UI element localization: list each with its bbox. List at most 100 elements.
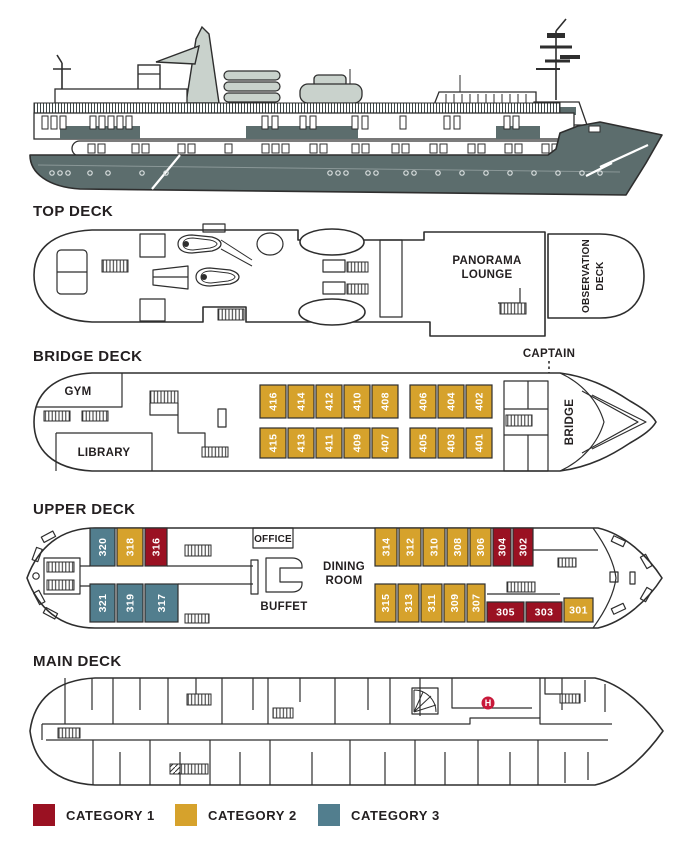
cabin-406 [409, 384, 437, 419]
cabin-number-317: 317 [156, 594, 168, 613]
spiral-stair-icon [411, 687, 439, 715]
cabin-413 [287, 427, 315, 459]
cabin-number-313: 313 [403, 594, 415, 613]
office-label: OFFICE [254, 534, 292, 545]
observation-deck-label: OBSERVATION DECK [581, 239, 606, 313]
cabin-number-306: 306 [475, 538, 487, 557]
cabin-302 [512, 527, 534, 567]
cabin-number-408: 408 [380, 392, 392, 411]
observation-deck-outline [547, 233, 645, 319]
cabin-401 [465, 427, 493, 459]
cabin-311 [420, 583, 443, 623]
cabin-305 [486, 601, 525, 623]
main-deck-title: MAIN DECK [33, 653, 122, 670]
cabin-number-409: 409 [352, 434, 364, 453]
cabin-301 [563, 597, 594, 623]
cabin-318 [116, 527, 144, 567]
cabin-402 [465, 384, 493, 419]
cabin-number-314: 314 [381, 538, 393, 557]
cabin-309 [443, 583, 466, 623]
library-label: LIBRARY [78, 447, 131, 459]
category1-label: CATEGORY 1 [66, 807, 155, 823]
cabin-number-307: 307 [471, 594, 483, 613]
category3-swatch [318, 804, 340, 826]
svg-text:PANORAMA: PANORAMA [452, 255, 521, 267]
tender-boat [299, 74, 363, 104]
cabin-416 [259, 384, 287, 419]
cabin-304 [492, 527, 512, 567]
cabin-414 [287, 384, 315, 419]
zodiac-icon [177, 234, 253, 267]
cabin-number-316: 316 [151, 538, 163, 557]
cabin-number-302: 302 [518, 538, 530, 557]
bridge-deck-outline [33, 372, 657, 472]
cabin-number-401: 401 [474, 434, 486, 453]
top-deck-plan: TOP DECK [33, 203, 645, 337]
cabin-310 [422, 527, 446, 567]
cabin-404 [437, 384, 465, 419]
cabin-317 [144, 583, 179, 623]
upper-deck-title: UPPER DECK [33, 501, 135, 518]
hospital-marker: H [481, 696, 495, 710]
category2-swatch [175, 804, 197, 826]
cabin-number-309: 309 [449, 594, 461, 613]
bridge-deck-rooms [36, 373, 549, 472]
cabin-number-319: 319 [125, 594, 137, 613]
zodiac-icon [195, 267, 240, 287]
cabin-308 [446, 527, 469, 567]
cabin-407 [371, 427, 399, 459]
cabin-number-407: 407 [380, 434, 392, 453]
cabin-319 [116, 583, 144, 623]
cabin-number-406: 406 [418, 392, 430, 411]
legend-item-category1: CATEGORY 1 [33, 804, 155, 826]
cabin-number-303: 303 [535, 607, 554, 619]
cabin-number-301: 301 [569, 605, 588, 617]
cabin-number-403: 403 [446, 434, 458, 453]
cabin-number-414: 414 [296, 392, 308, 411]
category2-label: CATEGORY 2 [208, 807, 297, 823]
cabin-403 [437, 427, 465, 459]
cabin-number-315: 315 [380, 594, 392, 613]
top-deck-outline [33, 229, 546, 337]
bridge-label: BRIDGE [564, 399, 576, 446]
deckhouse-band [33, 112, 575, 140]
upper-deck-plan: UPPER DECK [26, 501, 663, 629]
cabin-307 [466, 583, 486, 623]
cabin-409 [343, 427, 371, 459]
captain-label: CAPTAIN [523, 348, 575, 360]
cabin-312 [398, 527, 422, 567]
svg-text:ROOM: ROOM [326, 575, 363, 587]
hull [29, 121, 663, 196]
top-deck-title: TOP DECK [33, 203, 113, 220]
panorama-lounge-label: PANORAMA LOUNGE [452, 255, 521, 281]
bridge-deck-plan: BRIDGE DECK CAPTAIN GYM LIBRARY BRIDGE 4… [33, 348, 657, 472]
cabin-number-413: 413 [296, 434, 308, 453]
cabin-412 [315, 384, 343, 419]
cabin-313 [397, 583, 420, 623]
cabin-415 [259, 427, 287, 459]
cabin-411 [315, 427, 343, 459]
svg-text:DECK: DECK [595, 261, 606, 291]
cabin-number-304: 304 [497, 538, 509, 557]
svg-text:OBSERVATION: OBSERVATION [581, 239, 592, 313]
gym-label: GYM [64, 386, 91, 398]
cabin-number-305: 305 [496, 607, 515, 619]
upper-deck-features [31, 527, 653, 629]
svg-text:H: H [485, 698, 492, 708]
radar-icon [547, 33, 580, 59]
window-strip [71, 140, 579, 157]
cabin-number-321: 321 [97, 594, 109, 613]
cabin-410 [343, 384, 371, 419]
cabin-321 [89, 583, 116, 623]
cabin-316 [144, 527, 168, 567]
legend: CATEGORY 1 CATEGORY 2 CATEGORY 3 [0, 804, 682, 844]
cabin-320 [89, 527, 116, 567]
cabin-number-310: 310 [429, 538, 441, 557]
funnel-fin [155, 44, 200, 65]
cabin-number-312: 312 [405, 538, 417, 557]
main-deck-plan: MAIN DECK H [29, 653, 664, 786]
buffet-label: BUFFET [260, 601, 307, 613]
top-deck-features [56, 223, 527, 326]
